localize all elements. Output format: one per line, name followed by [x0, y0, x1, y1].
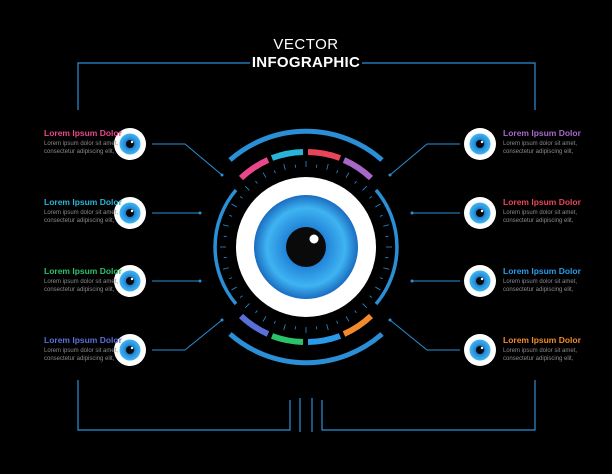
small-eye-icons — [114, 128, 496, 366]
left-item-2-title: Lorem Ipsum Dolor — [44, 197, 122, 207]
eye-side-arcs — [213, 188, 399, 306]
right-item-1: Lorem Ipsum Dolor Lorem ipsum dolor sit … — [503, 128, 583, 156]
left-item-4-text: Lorem ipsum dolor sit amet,consectetur a… — [44, 348, 119, 362]
left-item-1-title: Lorem Ipsum Dolor — [44, 128, 122, 138]
right-eye-icon-1 — [464, 128, 496, 160]
left-item-3-text: Lorem ipsum dolor sit amet,consectetur a… — [44, 279, 119, 293]
connector-dots — [198, 173, 414, 322]
right-item-1-text: Lorem ipsum dolor sit amet,consectetur a… — [503, 141, 578, 155]
left-item-2: Lorem Ipsum Dolor Lorem ipsum dolor sit … — [44, 197, 124, 225]
left-item-2-text: Lorem ipsum dolor sit amet,consectetur a… — [44, 210, 119, 224]
left-eye-icon-1 — [114, 128, 146, 160]
connector-lines — [152, 143, 460, 351]
left-item-4-title: Lorem Ipsum Dolor — [44, 335, 122, 345]
right-item-3-title: Lorem Ipsum Dolor — [503, 266, 581, 276]
left-item-3: Lorem Ipsum Dolor Lorem ipsum dolor sit … — [44, 266, 124, 294]
left-item-4: Lorem Ipsum Dolor Lorem ipsum dolor sit … — [44, 335, 124, 363]
left-item-3-title: Lorem Ipsum Dolor — [44, 266, 122, 276]
right-item-2-text: Lorem ipsum dolor sit amet,consectetur a… — [503, 210, 578, 224]
segment-orange — [342, 313, 374, 337]
left-item-1-text: Lorem ipsum dolor sit amet,consectetur a… — [44, 141, 119, 155]
right-item-4: Lorem Ipsum Dolor Lorem ipsum dolor sit … — [503, 335, 583, 363]
right-item-2-title: Lorem Ipsum Dolor — [503, 197, 581, 207]
segment-indigo — [238, 313, 270, 337]
right-item-3: Lorem Ipsum Dolor Lorem ipsum dolor sit … — [503, 266, 583, 294]
right-eye-icon-4 — [464, 334, 496, 366]
right-item-2: Lorem Ipsum Dolor Lorem ipsum dolor sit … — [503, 197, 583, 225]
eye-outer-ring — [228, 128, 384, 366]
right-item-3-text: Lorem ipsum dolor sit amet,consectetur a… — [503, 279, 578, 293]
segment-green — [270, 333, 304, 345]
left-item-1: Lorem Ipsum Dolor Lorem ipsum dolor sit … — [44, 128, 124, 156]
left-eye-icon-2 — [114, 197, 146, 229]
eye-pupil — [286, 227, 326, 267]
segment-cyan — [270, 149, 304, 161]
segment-purple — [342, 157, 374, 181]
right-item-4-text: Lorem ipsum dolor sit amet,consectetur a… — [503, 348, 578, 362]
segment-blue — [307, 333, 342, 345]
eye-highlight — [309, 234, 319, 244]
segment-pink — [238, 157, 270, 181]
segment-red — [307, 149, 342, 161]
title-vector: VECTOR — [273, 36, 339, 53]
right-eye-icon-3 — [464, 265, 496, 297]
color-segments — [238, 149, 374, 345]
right-item-1-title: Lorem Ipsum Dolor — [503, 128, 581, 138]
right-item-4-title: Lorem Ipsum Dolor — [503, 335, 581, 345]
frame-lines — [77, 62, 536, 432]
tick-marks — [220, 161, 392, 333]
right-eye-icon-2 — [464, 197, 496, 229]
title-infographic: INFOGRAPHIC — [251, 54, 361, 71]
left-eye-icon-3 — [114, 265, 146, 297]
left-eye-icon-4 — [114, 334, 146, 366]
